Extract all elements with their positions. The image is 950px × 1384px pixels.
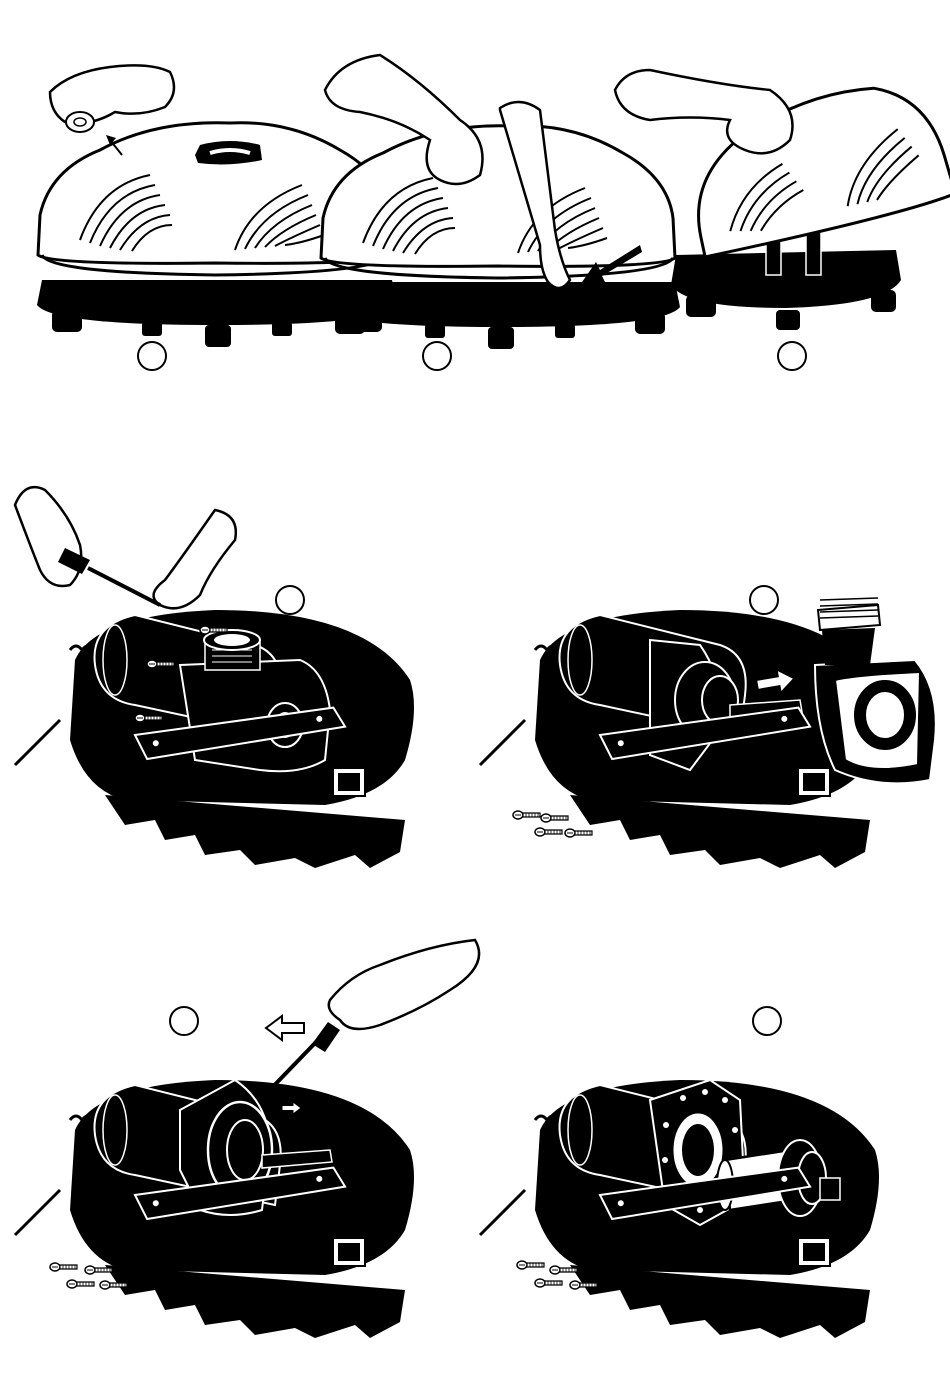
step-5-marker xyxy=(750,586,778,614)
step-6-marker xyxy=(170,1007,198,1035)
hand-icon xyxy=(329,940,479,1029)
step-4-illustration xyxy=(15,487,414,868)
step-4-marker xyxy=(276,586,304,614)
step-2-marker xyxy=(423,342,451,370)
step-6-illustration xyxy=(15,940,479,1338)
step-7-illustration xyxy=(480,1007,879,1338)
screw-icon xyxy=(513,811,592,837)
hand-icon xyxy=(15,487,236,608)
arrow-icon xyxy=(266,1016,304,1040)
step-1-marker xyxy=(138,342,166,370)
step-7-marker xyxy=(753,1007,781,1035)
step-5-illustration xyxy=(480,586,936,868)
hand-icon xyxy=(615,70,793,153)
volute-icon xyxy=(815,598,936,783)
base-icon xyxy=(320,282,680,349)
hand-icon xyxy=(50,65,174,132)
step-3-marker xyxy=(778,342,806,370)
cover-icon xyxy=(321,126,675,278)
